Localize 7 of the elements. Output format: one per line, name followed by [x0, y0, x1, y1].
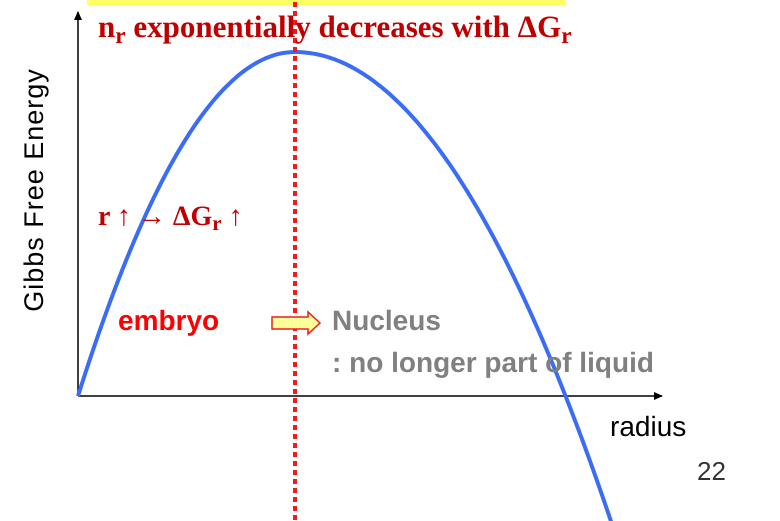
block-arrow	[271, 310, 322, 336]
x-axis-label: radius	[610, 410, 686, 444]
page-number: 22	[697, 455, 726, 488]
state-label: embryo	[118, 304, 220, 338]
title: n$_{r}$ exponentially decreases with ΔG$_{r}$	[98, 8, 572, 50]
state-label: Nucleus	[332, 304, 442, 338]
y-axis-label: Gibbs Free Energy	[18, 68, 50, 312]
